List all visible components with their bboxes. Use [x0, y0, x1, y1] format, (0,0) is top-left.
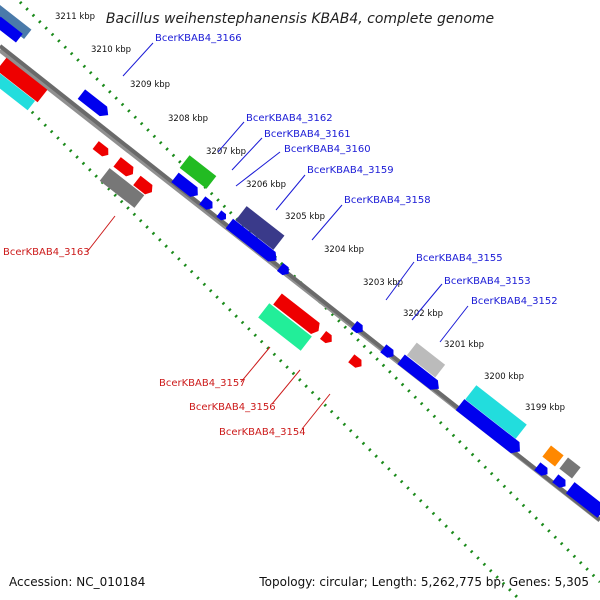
gene-3152[interactable] — [397, 354, 442, 393]
label-3162[interactable]: BcerKBAB4_3162 — [246, 113, 333, 124]
kbp-3205: 3205 kbp — [285, 212, 325, 222]
kbp-3201: 3201 kbp — [444, 340, 484, 350]
gene-3158[interactable] — [225, 218, 281, 265]
accession-text: Accession: NC_010184 — [9, 575, 145, 589]
map-title: Bacillus weihenstephanensis KBAB4, compl… — [106, 11, 494, 27]
gene-3157[interactable] — [273, 293, 323, 336]
gene-3162[interactable] — [179, 155, 217, 189]
kbp-3211: 3211 kbp — [55, 12, 95, 22]
gene-red-rev-3[interactable] — [133, 175, 155, 197]
label-3156[interactable]: BcerKBAB4_3156 — [189, 402, 276, 413]
gene-blue-long-right[interactable] — [455, 399, 525, 457]
kbp-scale: 3211 kbp 3210 kbp 3209 kbp 3208 kbp 3207… — [55, 12, 565, 413]
gene-small-right-2[interactable] — [552, 474, 568, 490]
forward-leader-lines — [122, 42, 469, 343]
label-3163[interactable]: BcerKBAB4_3163 — [3, 247, 90, 258]
gene-small-fwd-3[interactable] — [350, 320, 366, 336]
upper-tick-track — [18, 0, 600, 584]
label-3152[interactable]: BcerKBAB4_3152 — [471, 296, 558, 307]
gene-3155[interactable] — [380, 344, 396, 360]
topology-text: Topology: circular; Length: 5,262,775 bp… — [258, 575, 589, 589]
gene-steel-top[interactable] — [0, 4, 32, 40]
gene-orange[interactable] — [542, 445, 564, 467]
reverse-leader-lines — [86, 215, 331, 430]
gene-red-rev-1[interactable] — [92, 141, 112, 159]
gene-3166[interactable] — [77, 89, 112, 119]
gene-3154[interactable] — [348, 354, 364, 370]
gene-gray-right[interactable] — [559, 457, 581, 479]
gene-small-rev[interactable] — [319, 330, 335, 346]
label-3166[interactable]: BcerKBAB4_3166 — [155, 33, 242, 44]
label-3159[interactable]: BcerKBAB4_3159 — [307, 165, 394, 176]
gene-3160[interactable] — [199, 196, 215, 212]
lower-tick-track — [0, 78, 522, 600]
kbp-3208: 3208 kbp — [168, 114, 208, 124]
gene-cyan-right[interactable] — [465, 385, 527, 439]
kbp-3206: 3206 kbp — [246, 180, 286, 190]
gene-small-fwd[interactable] — [216, 210, 228, 222]
kbp-3200: 3200 kbp — [484, 372, 524, 382]
gene-cyan-left[interactable] — [0, 73, 36, 111]
gene-blue-edge[interactable] — [565, 482, 600, 518]
kbp-3203: 3203 kbp — [363, 278, 403, 288]
label-3155[interactable]: BcerKBAB4_3155 — [416, 253, 503, 264]
kbp-3199: 3199 kbp — [525, 403, 565, 413]
gene-small-right[interactable] — [534, 462, 550, 478]
kbp-3210: 3210 kbp — [91, 45, 131, 55]
gene-small-fwd-2[interactable] — [276, 262, 292, 278]
gene-red-rev-2[interactable] — [113, 157, 136, 179]
gene-features — [0, 4, 600, 518]
label-3161[interactable]: BcerKBAB4_3161 — [264, 129, 351, 140]
label-3158[interactable]: BcerKBAB4_3158 — [344, 195, 431, 206]
gene-3156[interactable] — [258, 303, 312, 351]
gene-3161[interactable] — [171, 172, 201, 200]
reverse-gene-labels: BcerKBAB4_3163 BcerKBAB4_3157 BcerKBAB4_… — [3, 247, 306, 438]
forward-gene-labels: BcerKBAB4_3166 BcerKBAB4_3162 BcerKBAB4_… — [155, 33, 558, 307]
label-3154[interactable]: BcerKBAB4_3154 — [219, 427, 306, 438]
label-3157[interactable]: BcerKBAB4_3157 — [159, 378, 246, 389]
kbp-3209: 3209 kbp — [130, 80, 170, 90]
gene-3163[interactable] — [99, 168, 145, 208]
kbp-3207: 3207 kbp — [206, 147, 246, 157]
label-3153[interactable]: BcerKBAB4_3153 — [444, 276, 531, 287]
gene-red-left[interactable] — [0, 57, 48, 103]
gene-blue-top[interactable] — [0, 16, 23, 43]
gene-3153[interactable] — [406, 342, 446, 378]
gene-3159[interactable] — [235, 206, 285, 250]
label-3160[interactable]: BcerKBAB4_3160 — [284, 144, 371, 155]
kbp-3204: 3204 kbp — [324, 245, 364, 255]
kbp-3202: 3202 kbp — [403, 309, 443, 319]
